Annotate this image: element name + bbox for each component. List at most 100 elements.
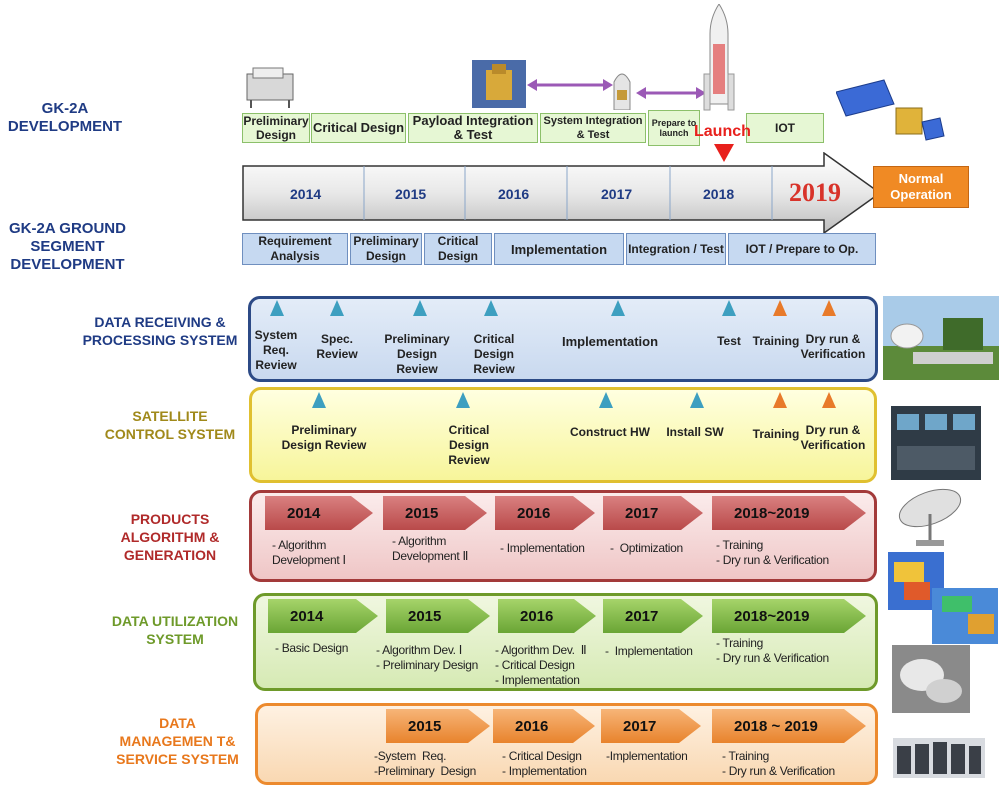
rocket-icon (703, 4, 735, 111)
double-arrow-icon-2 (636, 87, 706, 99)
timeline-year-2015: 2015 (395, 186, 426, 202)
milestone-text: Preliminary Design (243, 114, 309, 142)
receiving-item: Spec. Review (312, 332, 362, 362)
payload-icon (472, 60, 526, 108)
item-text: Implementation (561, 334, 659, 349)
note-text: - Training - Dry run & Verification (722, 749, 835, 778)
timeline-year-2016: 2016 (498, 186, 529, 202)
note-text: - Critical Design - Implementation (502, 749, 587, 778)
phase-text: Integration / Test (628, 241, 724, 256)
receiving-marker-1 (270, 300, 284, 316)
management-note: - Training - Dry run & Verification (722, 749, 835, 779)
management-arrow-2015: 2015 (386, 709, 490, 743)
management-note: - Critical Design - Implementation (502, 749, 587, 779)
arrow-text: 2018 ~ 2019 (734, 717, 818, 735)
receiving-item: Preliminary Design Review (378, 332, 456, 377)
utilization-arrow-2017: 2017 (603, 599, 703, 633)
products-label: PRODUCTS ALGORITHM & GENERATION (95, 510, 245, 564)
milestone-prepare-launch: Prepare to launch (648, 110, 700, 146)
control-panel (249, 387, 877, 483)
timeline-year-2014: 2014 (290, 186, 321, 202)
utilization-note: - Algorithm Dev. Ⅰ - Preliminary Design (376, 643, 478, 673)
utilization-note: - Basic Design (275, 641, 348, 656)
management-note: -System Req. -Preliminary Design (374, 749, 476, 779)
cloud-image (892, 645, 970, 713)
note-text: - Algorithm Dev. Ⅰ - Preliminary Design (376, 643, 479, 672)
products-note: - Training - Dry run & Verification (716, 538, 829, 568)
gk2a-development-label: GK-2A DEVELOPMENT (0, 100, 130, 136)
control-item: Install SW (660, 425, 730, 440)
sst-map-image (888, 552, 998, 644)
launch-label: Launch (694, 123, 751, 141)
management-arrow-2017: 2017 (601, 709, 701, 743)
receiving-marker-3 (413, 300, 427, 316)
utilization-note: - Algorithm Dev. Ⅱ - Critical Design - I… (495, 643, 587, 688)
control-marker-3 (599, 392, 613, 408)
phase-text: Implementation (510, 241, 608, 257)
utilization-arrow-2014: 2014 (268, 599, 378, 633)
arrow-text: 2018~2019 (734, 504, 810, 522)
item-text: Preliminary Design Review (384, 332, 450, 376)
receiving-marker-4 (484, 300, 498, 316)
arrow-text: 2015 (408, 717, 442, 735)
milestone-text: Critical Design (312, 120, 405, 135)
timeline-year-2018: 2018 (703, 186, 734, 202)
control-marker-4 (690, 392, 704, 408)
year-text: 2018 (703, 186, 735, 202)
management-note: -Implementation (606, 749, 688, 764)
year-text: 2019 (789, 178, 841, 207)
note-text: -Implementation (606, 749, 688, 763)
item-text: Install SW (666, 425, 724, 439)
control-label: SATELLITE CONTROL SYSTEM (100, 407, 240, 443)
milestone-text: Payload Integration & Test (412, 113, 534, 142)
note-text: - Algorithm Development Ⅱ (392, 534, 469, 563)
utilization-label: DATA UTILIZATION SYSTEM (110, 612, 240, 648)
arrow-text: 2017 (623, 717, 657, 735)
launch-text: Launch (694, 123, 751, 140)
launch-marker-icon (714, 144, 734, 162)
control-item: Construct HW (560, 425, 660, 440)
receiving-item: Dry run & Verification (795, 332, 871, 362)
ground-phase-requirement: Requirement Analysis (242, 233, 348, 265)
ground-phase-implementation: Implementation (494, 233, 624, 265)
note-text: - Basic Design (275, 641, 349, 655)
milestone-iot: IOT (746, 113, 824, 143)
control-item: Dry run & Verification (795, 423, 871, 453)
note-text: - Algorithm Development Ⅰ (272, 538, 346, 567)
note-text: - Implementation (605, 644, 693, 658)
utilization-note: - Implementation (605, 644, 693, 659)
control-item: Preliminary Design Review (280, 423, 368, 453)
double-arrow-icon (527, 79, 613, 91)
ground-phase-iot: IOT / Prepare to Op. (728, 233, 876, 265)
products-note: - Optimization (610, 541, 683, 556)
control-marker-1 (312, 392, 326, 408)
receiving-item: Training (748, 334, 804, 349)
phase-text: Preliminary Design (353, 234, 419, 263)
gk2a-development-text: GK-2A DEVELOPMENT (7, 100, 123, 135)
arrow-text: 2017 (625, 607, 659, 625)
control-marker-2 (456, 392, 470, 408)
receiving-marker-6 (722, 300, 736, 316)
products-arrow-2014: 2014 (265, 496, 373, 530)
arrow-text: 2016 (515, 717, 549, 735)
milestone-payload-integration: Payload Integration & Test (408, 113, 538, 143)
control-text: SATELLITE CONTROL SYSTEM (104, 408, 236, 442)
year-text: 2015 (395, 186, 427, 202)
products-arrow-2017: 2017 (603, 496, 703, 530)
satellite-icon (836, 79, 945, 141)
item-text: Critical Design Review (473, 332, 515, 376)
item-text: Preliminary Design Review (281, 423, 367, 452)
products-text: PRODUCTS ALGORITHM & GENERATION (120, 511, 220, 563)
milestone-text: System Integration & Test (543, 115, 643, 141)
item-text: Dry run & Verification (800, 423, 866, 452)
ground-station-photo (883, 296, 999, 380)
products-note: - Algorithm Development Ⅱ (392, 534, 468, 564)
arrow-text: 2016 (520, 607, 554, 625)
control-item: Critical Design Review (436, 423, 502, 468)
utilization-arrow-2016: 2016 (498, 599, 596, 633)
milestone-system-integration: System Integration & Test (540, 113, 646, 143)
timeline-year-2017: 2017 (601, 186, 632, 202)
note-text: - Training - Dry run & Verification (716, 636, 829, 665)
products-note: - Algorithm Development Ⅰ (272, 538, 346, 568)
control-room-photo (891, 406, 981, 480)
